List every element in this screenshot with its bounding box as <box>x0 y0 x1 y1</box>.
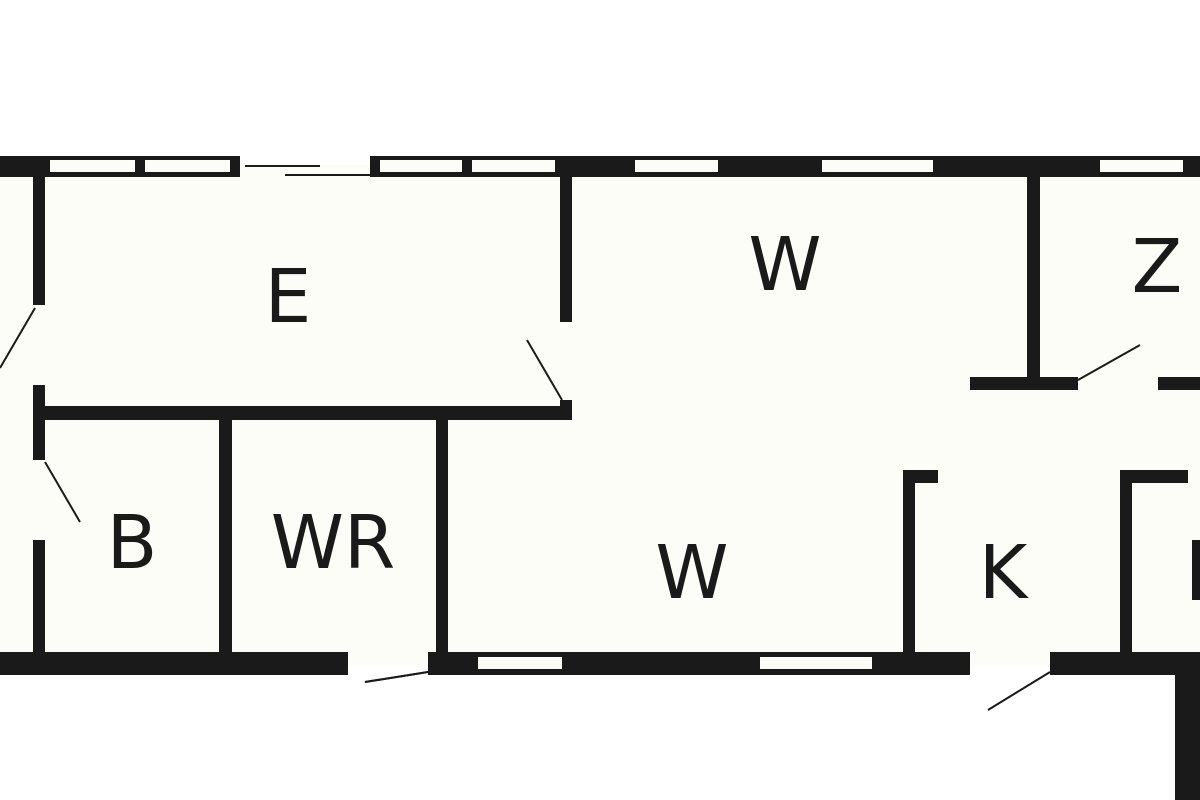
door-swing <box>44 461 81 523</box>
room-label-w-top: W <box>748 222 821 308</box>
window <box>760 657 872 669</box>
room-labels: E W Z B WR W K <box>107 222 1183 616</box>
room-label-e: E <box>265 254 312 340</box>
top-wall <box>370 156 1200 177</box>
room-e-right-wall <box>560 400 572 420</box>
room-e-bottom-wall <box>45 406 572 420</box>
door-swing <box>0 307 36 369</box>
room-label-wr: WR <box>271 500 396 586</box>
b-wr-divider <box>219 420 232 655</box>
doors <box>0 165 1141 711</box>
room-right-wall <box>1120 470 1188 483</box>
bottom-wall <box>1050 652 1200 675</box>
room-k-left-wall <box>903 470 938 483</box>
window <box>145 160 230 172</box>
door-swing <box>987 671 1051 711</box>
door-swing <box>364 671 429 683</box>
walls <box>0 156 1200 800</box>
room-label-z: Z <box>1132 224 1183 310</box>
window <box>380 160 462 172</box>
right-outer-wall <box>1175 665 1200 800</box>
window <box>822 160 933 172</box>
window <box>478 657 562 669</box>
door-swing <box>526 339 563 401</box>
wr-w-divider <box>436 420 448 655</box>
room-z-bottom-wall <box>970 377 1078 390</box>
window <box>635 160 718 172</box>
room-z-bottom-wall <box>1158 377 1200 390</box>
door-swing <box>1077 344 1141 381</box>
window <box>1100 160 1183 172</box>
room-right-wall <box>1120 470 1132 655</box>
room-z-left-wall <box>1027 177 1040 387</box>
window <box>472 160 555 172</box>
left-wall <box>33 385 45 460</box>
left-wall <box>33 177 45 305</box>
bottom-wall <box>0 652 348 675</box>
room-label-w-bottom: W <box>655 530 728 616</box>
windows <box>50 160 1183 669</box>
room-e-right-wall <box>560 177 572 322</box>
partial-label-stroke <box>1192 540 1200 600</box>
room-label-k: K <box>979 530 1030 616</box>
room-k-left-wall <box>903 470 915 655</box>
window <box>50 160 135 172</box>
room-label-b: B <box>107 500 158 586</box>
left-wall <box>33 540 45 655</box>
